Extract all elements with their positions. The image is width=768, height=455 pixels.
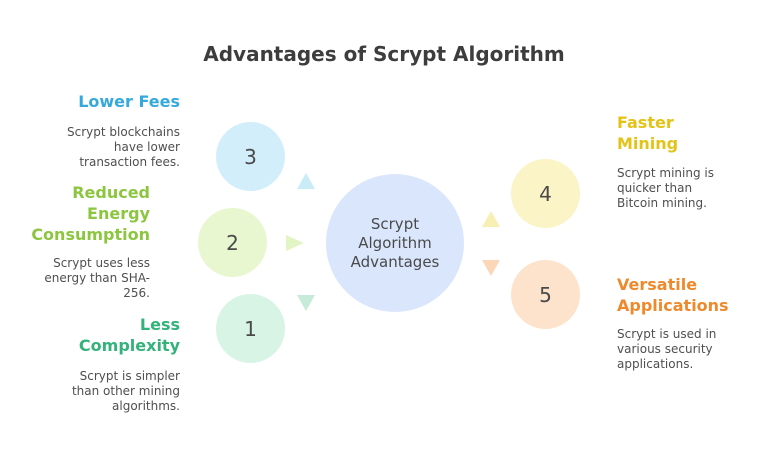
center-label-line: Advantages	[350, 252, 440, 271]
description-line: various security	[617, 342, 713, 356]
description-line: Scrypt is simpler	[79, 369, 180, 383]
diagram-title: Advantages of Scrypt Algorithm	[203, 42, 565, 66]
center-label-line: Algorithm	[358, 233, 432, 252]
circle-number: 4	[539, 181, 552, 206]
circle-number: 3	[244, 144, 257, 169]
circle-number: 2	[226, 230, 239, 255]
arrow-down-icon	[297, 295, 315, 311]
description-line: Scrypt blockchains	[67, 125, 180, 139]
description-line: Bitcoin mining.	[617, 196, 707, 210]
circle-2: 2	[198, 208, 267, 277]
description-less-complexity: Scrypt is simpler than other mining algo…	[20, 369, 180, 414]
heading-versatile-applications: Versatile Applications	[617, 274, 762, 316]
heading-line: Less	[139, 315, 180, 334]
heading-line: Faster	[617, 113, 674, 132]
heading-line: Mining	[617, 134, 679, 153]
circle-3: 3	[216, 122, 285, 191]
circle-4: 4	[511, 159, 580, 228]
description-line: applications.	[617, 357, 694, 371]
circle-number: 1	[244, 316, 257, 341]
heading-lower-fees: Lower Fees	[20, 91, 180, 112]
heading-faster-mining: Faster Mining	[617, 112, 757, 154]
heading-line: Applications	[617, 296, 729, 315]
description-line: transaction fees.	[79, 155, 180, 169]
description-line: than other mining	[71, 384, 180, 398]
arrow-up-icon	[297, 173, 315, 189]
arrow-down-icon	[482, 260, 500, 276]
heading-line: Versatile	[617, 275, 698, 294]
description-line: Scrypt mining is	[617, 166, 714, 180]
heading-line: Reduced	[72, 183, 150, 202]
heading-line: Complexity	[78, 336, 180, 355]
description-versatile-applications: Scrypt is used in various security appli…	[617, 327, 757, 372]
arrow-right-icon	[286, 235, 304, 251]
center-label-line: Scrypt	[370, 214, 420, 233]
description-reduced-energy: Scrypt uses less energy than SHA- 256.	[0, 256, 150, 301]
description-line: Scrypt is used in	[617, 327, 717, 341]
heading-line: Energy	[87, 204, 150, 223]
circle-number: 5	[539, 282, 552, 307]
circle-1: 1	[216, 294, 285, 363]
description-line: have lower	[113, 140, 180, 154]
heading-less-complexity: Less Complexity	[20, 314, 180, 356]
arrow-up-icon	[482, 211, 500, 227]
description-lower-fees: Scrypt blockchains have lower transactio…	[20, 125, 180, 170]
description-line: energy than SHA-	[44, 271, 150, 285]
description-line: quicker than	[617, 181, 693, 195]
heading-reduced-energy: Reduced Energy Consumption	[0, 182, 150, 245]
circle-5: 5	[511, 260, 580, 329]
center-circle: Scrypt Algorithm Advantages	[326, 174, 464, 312]
description-line: Scrypt uses less	[53, 256, 150, 270]
heading-line: Consumption	[31, 225, 150, 244]
description-faster-mining: Scrypt mining is quicker than Bitcoin mi…	[617, 166, 757, 211]
heading-line: Lower Fees	[78, 92, 180, 111]
description-line: 256.	[123, 286, 150, 300]
description-line: algorithms.	[112, 399, 180, 413]
